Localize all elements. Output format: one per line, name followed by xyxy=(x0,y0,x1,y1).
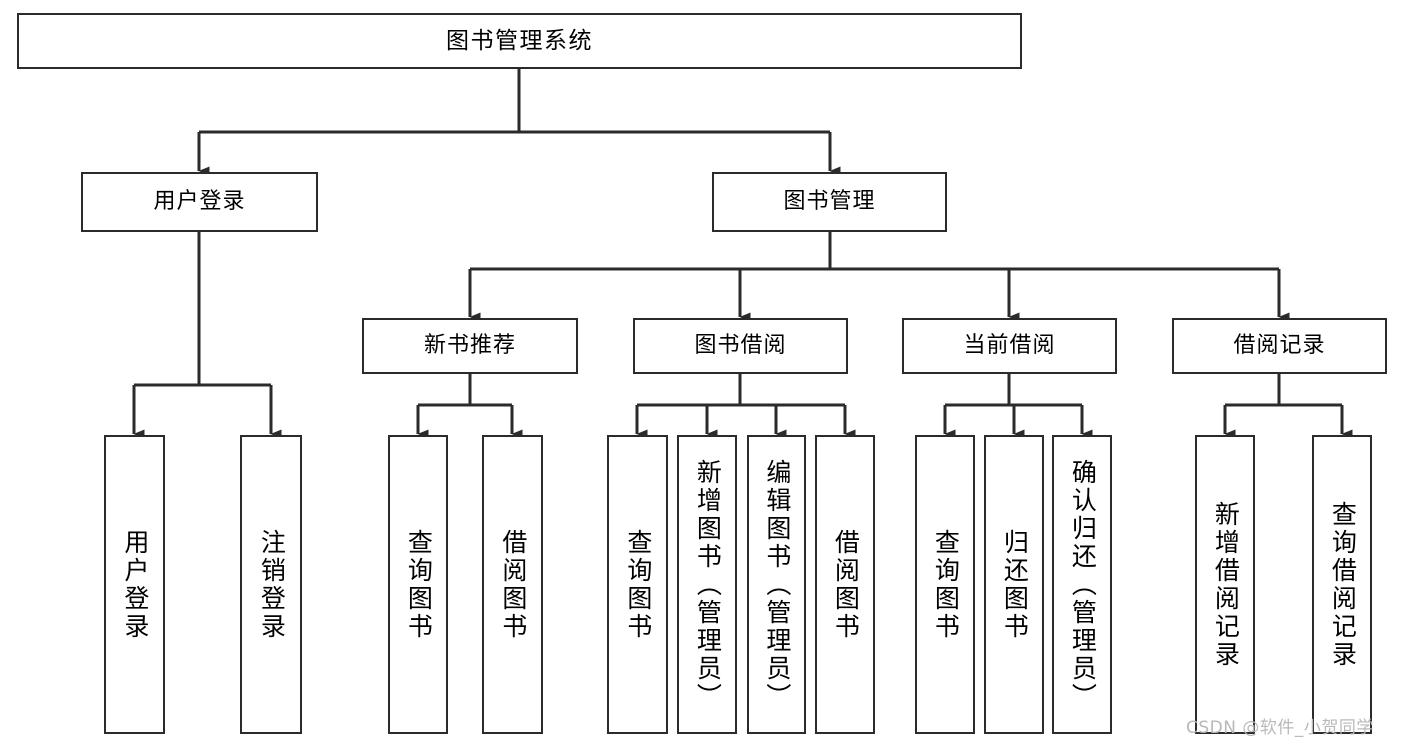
leaf-borrow-add-book-admin[interactable]: 新增图书（管理员） xyxy=(677,435,737,734)
node-current-borrow[interactable]: 当前借阅 xyxy=(902,318,1117,374)
node-label: 用户登录 xyxy=(153,189,246,215)
leaf-borrow-edit-book-admin[interactable]: 编辑图书（管理员） xyxy=(747,435,806,734)
leaf-user-logout[interactable]: 注销登录 xyxy=(240,435,302,734)
node-label: 编辑图书（管理员） xyxy=(762,458,792,711)
node-label: 新增图书（管理员） xyxy=(693,458,723,711)
node-label: 归还图书 xyxy=(1000,528,1030,641)
leaf-user-login[interactable]: 用户登录 xyxy=(104,435,165,734)
node-label: 图书管理 xyxy=(783,189,876,215)
leaf-current-query-book[interactable]: 查询图书 xyxy=(915,435,975,734)
leaf-current-confirm-return-admin[interactable]: 确认归还（管理员） xyxy=(1052,435,1112,734)
node-borrow-record[interactable]: 借阅记录 xyxy=(1172,318,1387,374)
leaf-borrow-do-borrow-book[interactable]: 借阅图书 xyxy=(815,435,875,734)
node-root-system[interactable]: 图书管理系统 xyxy=(17,13,1022,69)
node-book-manage[interactable]: 图书管理 xyxy=(712,172,947,232)
node-label: 借阅图书 xyxy=(498,528,528,641)
node-label: 新增借阅记录 xyxy=(1211,500,1241,669)
node-label: 查询图书 xyxy=(623,528,653,641)
node-label: 确认归还（管理员） xyxy=(1068,458,1098,711)
node-label: 查询借阅记录 xyxy=(1328,500,1358,669)
leaf-borrow-query-book[interactable]: 查询图书 xyxy=(607,435,668,734)
node-label: 新书推荐 xyxy=(423,333,516,359)
node-label: 图书借阅 xyxy=(694,333,787,359)
watermark-text: CSDN @软件_小贺同学 xyxy=(1186,718,1374,738)
node-new-book-recommend[interactable]: 新书推荐 xyxy=(362,318,578,374)
leaf-record-query-borrow-record[interactable]: 查询借阅记录 xyxy=(1312,435,1372,734)
leaf-recommend-borrow-book[interactable]: 借阅图书 xyxy=(482,435,543,734)
node-label: 借阅记录 xyxy=(1233,333,1326,359)
node-book-borrow[interactable]: 图书借阅 xyxy=(633,318,848,374)
node-label: 图书管理系统 xyxy=(446,27,593,54)
node-label: 借阅图书 xyxy=(831,528,861,641)
node-user-login[interactable]: 用户登录 xyxy=(81,172,318,232)
leaf-record-add-borrow-record[interactable]: 新增借阅记录 xyxy=(1195,435,1255,734)
node-label: 当前借阅 xyxy=(963,333,1056,359)
node-label: 注销登录 xyxy=(257,528,287,641)
node-label: 用户登录 xyxy=(120,528,150,641)
leaf-current-return-book[interactable]: 归还图书 xyxy=(984,435,1044,734)
node-label: 查询图书 xyxy=(931,528,961,641)
node-label: 查询图书 xyxy=(404,528,434,641)
leaf-recommend-query-book[interactable]: 查询图书 xyxy=(388,435,448,734)
